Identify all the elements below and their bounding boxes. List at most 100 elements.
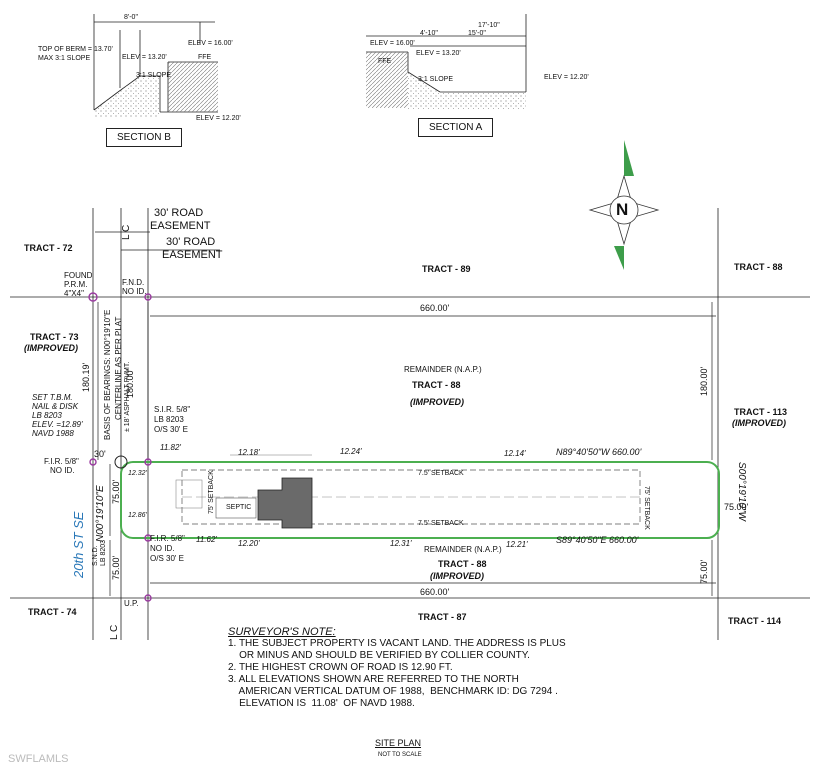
surveyors-note-heading: SURVEYOR'S NOTE:	[228, 626, 336, 638]
dim-12-21: 12.21'	[506, 540, 528, 549]
fir-south-2: NO ID.	[150, 544, 175, 553]
snd-1: S.N.D.	[92, 545, 99, 566]
remainder-south-1: REMAINDER (N.A.P.)	[424, 545, 502, 554]
easement-1-line2: EASEMENT	[150, 220, 211, 232]
tract-74: TRACT - 74	[28, 607, 77, 617]
tbm-4: ELEV. =12.89'	[32, 420, 83, 429]
dim-75-left-top: 75.00'	[111, 479, 121, 504]
section-b-callout-2: MAX 3:1 SLOPE	[38, 55, 91, 62]
tract-113: TRACT - 113	[734, 407, 788, 417]
dim-75-right-bottom: 75.00'	[699, 559, 709, 584]
section-a-ffe: FFE	[378, 58, 392, 65]
fir-south-1: F.I.R. 5/8"	[150, 534, 185, 543]
sir-2: LB 8203	[154, 415, 184, 424]
tract-114: TRACT - 114	[728, 616, 782, 626]
tbm-2: NAIL & DISK	[32, 402, 79, 411]
note-line: ELEVATION IS 11.08' OF NAVD 1988.	[228, 698, 415, 709]
easement-1-line1: 30' ROAD	[154, 207, 204, 219]
note-line: 3. ALL ELEVATIONS SHOWN ARE REFERRED TO …	[228, 674, 519, 685]
tract-72: TRACT - 72	[24, 243, 73, 253]
section-b-elev-mid: ELEV = 13.20'	[122, 54, 167, 61]
easement-2-line1: 30' ROAD	[166, 236, 216, 248]
tbm-1: SET T.B.M.	[32, 393, 73, 402]
dim-75-right-top: 75.00'	[724, 502, 749, 512]
street-name: 20th ST SE	[71, 511, 86, 578]
up-label: U.P.	[124, 599, 139, 608]
section-a-dim-small: 4'-10"	[420, 30, 438, 37]
dim-12-32: 12.32'	[128, 470, 147, 477]
section-b-ffe: FFE	[198, 54, 212, 61]
dim-12-14: 12.14'	[504, 449, 526, 458]
remainder-south-2: TRACT - 88	[438, 559, 487, 569]
tbm-3: LB 8203	[32, 411, 62, 420]
bearing-east: S00°19'10"W	[736, 462, 747, 521]
sir-3: O/S 30' E	[154, 425, 188, 434]
section-a-dim-top: 17'-10"	[478, 22, 500, 29]
remainder-north-1: REMAINDER (N.A.P.)	[404, 365, 482, 374]
section-a-elev-mid: ELEV = 13.20'	[416, 50, 461, 57]
fir-south-3: O/S 30' E	[150, 554, 184, 563]
dim-12-31: 12.31'	[390, 539, 412, 548]
tract-89: TRACT - 89	[422, 264, 471, 274]
dim-180-right: 180.00'	[699, 366, 709, 396]
setback-east: 75' SETBACK	[643, 486, 650, 530]
tract-88-ne: TRACT - 88	[734, 262, 783, 272]
setback-south: 7.5' SETBACK	[418, 520, 464, 527]
bearing-north: N89°40'50"W 660.00'	[556, 447, 642, 457]
dim-660-top: 660.00'	[420, 303, 450, 313]
dim-11-62: 11.62'	[196, 535, 217, 544]
tbm-5: NAVD 1988	[32, 429, 74, 438]
section-b-callout-1: TOP OF BERM = 13.70'	[38, 46, 113, 53]
centerline-bottom: L C	[109, 624, 120, 640]
dim-660-bottom: 660.00'	[420, 587, 450, 597]
sir-1: S.I.R. 5/8"	[154, 405, 191, 414]
dim-12-86: 12.86'	[128, 512, 147, 519]
section-b-elev-top: ELEV = 16.00'	[188, 40, 233, 47]
dim-12-20: 12.20'	[238, 539, 260, 548]
tract-73-sub: (IMPROVED)	[24, 343, 78, 353]
note-line: AMERICAN VERTICAL DATUM OF 1988, BENCHMA…	[228, 686, 558, 697]
fir-north-2: NO ID.	[50, 466, 75, 475]
dim-75-left-bottom: 75.00'	[111, 555, 121, 580]
section-b-elev-low: ELEV = 12.20'	[196, 115, 241, 122]
note-line: OR MINUS AND SHOULD BE VERIFIED BY COLLI…	[228, 650, 530, 661]
septic-label: SEPTIC	[226, 504, 252, 511]
remainder-north-2: TRACT - 88	[412, 380, 461, 390]
remainder-south-3: (IMPROVED)	[430, 571, 484, 581]
dim-30: 30'	[94, 449, 106, 459]
section-a-elev-top: ELEV = 16.00'	[370, 40, 415, 47]
north-arrow-graphic	[588, 140, 660, 270]
found-prm-1: FOUND	[64, 271, 93, 280]
setback-north: 7.5' SETBACK	[418, 470, 464, 477]
surveyors-note: SURVEYOR'S NOTE: 1. THE SUBJECT PROPERTY…	[228, 626, 566, 710]
section-a-dim-sub: 15'-0"	[468, 30, 486, 37]
bearing-west: N00°19'10"E	[95, 485, 106, 542]
basis-of-bearings: BASIS OF BEARINGS: N00°19'10"E	[103, 309, 112, 440]
fnd-noid-2: NO ID.	[122, 287, 147, 296]
site-plan-scale: NOT TO SCALE	[378, 752, 422, 758]
section-b-label: SECTION B	[106, 128, 182, 147]
basis-centerline: CENTERLINE AS PER PLAT	[114, 316, 123, 420]
dim-11-82: 11.82'	[160, 443, 181, 452]
tract-87: TRACT - 87	[418, 612, 467, 622]
section-a-slope: 3:1 SLOPE	[418, 76, 454, 83]
north-arrow-letter: N	[616, 200, 629, 219]
tract-73: TRACT - 73	[30, 332, 79, 342]
watermark: SWFLAMLS	[8, 753, 69, 765]
note-line: 2. THE HIGHEST CROWN OF ROAD IS 12.90 FT…	[228, 662, 453, 673]
dim-12-24: 12.24'	[340, 447, 362, 456]
section-a-label: SECTION A	[418, 118, 494, 137]
section-b-slope: 3:1 SLOPE	[136, 72, 172, 79]
fnd-noid-1: F.N.D.	[122, 278, 145, 287]
dim-180-19: 180.19'	[81, 362, 91, 392]
dim-12-18: 12.18'	[238, 448, 260, 457]
found-prm-2: P.R.M.	[64, 280, 88, 289]
asphalt-label: ± 18' ASPHALT PVMT.	[124, 361, 131, 432]
found-prm-3: 4"X4"	[64, 289, 84, 298]
centerline-top: L C	[121, 224, 132, 240]
remainder-north-3: (IMPROVED)	[410, 397, 464, 407]
snd-2: LB 8203	[100, 539, 107, 566]
setback-west: 75' SETBACK	[208, 470, 215, 514]
bearing-south: S89°40'50"E 660.00'	[556, 535, 639, 545]
